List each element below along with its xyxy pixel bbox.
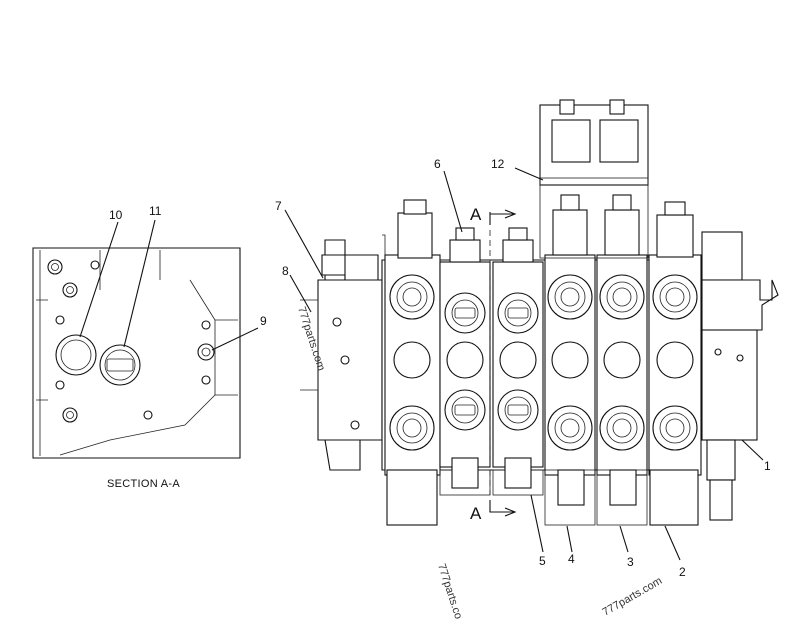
inlet-block: [317, 279, 383, 441]
callout-3: 3: [627, 555, 634, 569]
section-marker-bottom: A: [470, 504, 482, 523]
section-caption: SECTION A-A: [107, 478, 180, 490]
large-port: [55, 334, 97, 376]
callout-4: 4: [568, 552, 575, 566]
port-circle: [62, 407, 78, 423]
outlet-block: [701, 231, 779, 521]
section-marker-top: A: [470, 205, 482, 224]
watermark-2: 777parts.co: [435, 562, 464, 620]
bottom-fittings: [386, 457, 699, 526]
callout-9: 9: [260, 314, 267, 328]
callout-12: 12: [491, 157, 505, 171]
solenoid-block: [539, 99, 649, 259]
middle-ports: [393, 341, 694, 379]
leader-lines: [284, 167, 764, 561]
watermark-3: 777parts.com: [601, 575, 665, 619]
section-arrows: [489, 209, 517, 517]
callout-1: 1: [764, 459, 771, 473]
spool-port: [99, 344, 141, 386]
upper-plugs: [389, 274, 698, 334]
callout-6: 6: [434, 157, 441, 171]
lower-plugs: [389, 389, 698, 451]
callout-7: 7: [275, 199, 282, 213]
callout-10: 10: [109, 208, 123, 222]
callout-11: 11: [149, 204, 162, 218]
callout-2: 2: [679, 565, 686, 579]
port-circle: [47, 259, 63, 275]
port-circle: [62, 282, 78, 298]
callout-5: 5: [539, 554, 546, 568]
fitting-9: [197, 343, 215, 361]
valve-assembly: [284, 99, 779, 561]
callout-8: 8: [282, 264, 289, 278]
section-view: [32, 219, 259, 459]
top-caps: [397, 194, 694, 263]
